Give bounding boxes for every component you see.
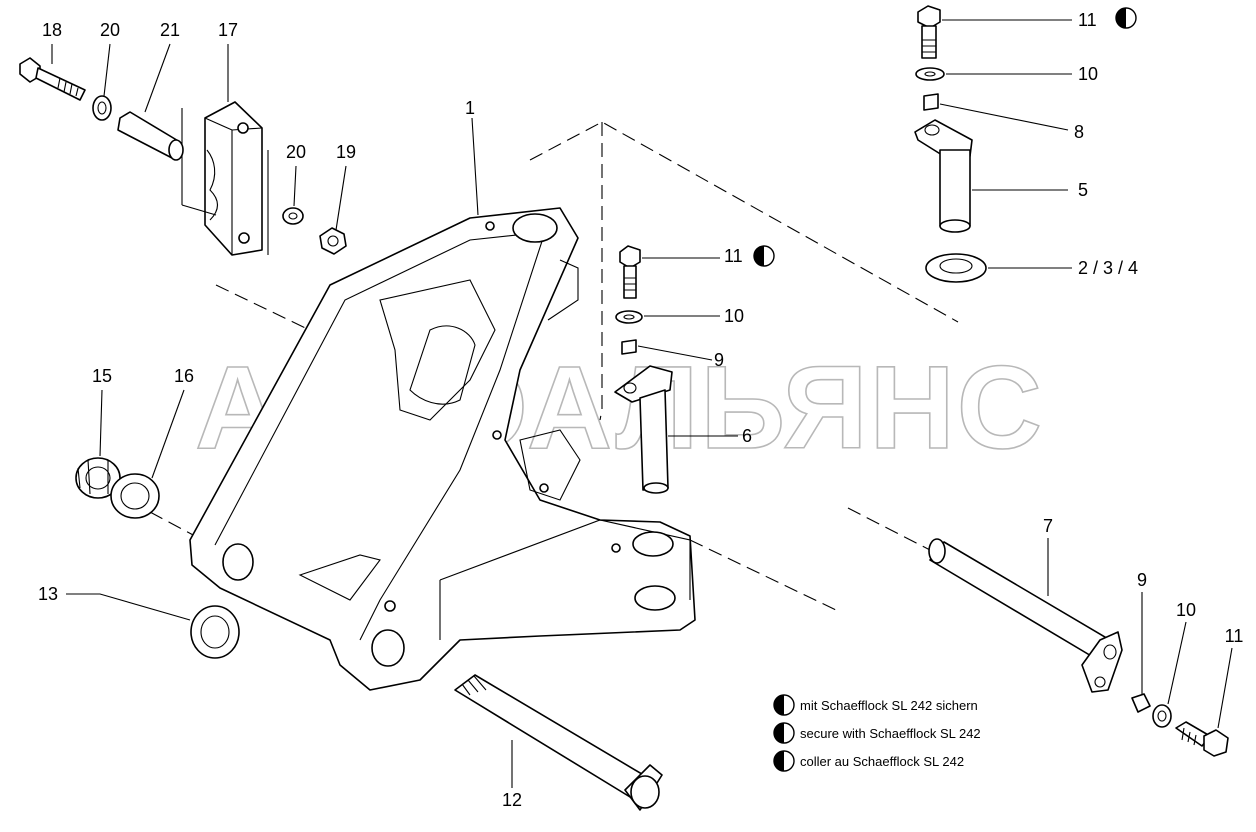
washer-13 [190, 605, 240, 659]
pin-7 [928, 538, 1123, 693]
bushing-9-mid [621, 339, 637, 355]
bolt-11-mid [619, 245, 641, 299]
callout-19: 19 [336, 142, 356, 162]
bushing-8 [923, 93, 939, 111]
callout-17: 17 [218, 20, 238, 40]
half-filled-circle-icon [773, 750, 795, 772]
callout-10-mid: 10 [724, 306, 744, 326]
legend: mit Schaefflock SL 242 sichern secure wi… [773, 694, 981, 772]
callout-12: 12 [502, 790, 522, 810]
legend-item-de: mit Schaefflock SL 242 sichern [800, 698, 978, 713]
bolt-11-right [1175, 721, 1229, 757]
pin-5 [914, 119, 973, 233]
callouts: 1 2 / 3 / 4 5 6 7 8 9 9 10 10 10 11 11 1… [38, 10, 1243, 810]
half-filled-circle-icon [1115, 7, 1137, 29]
washer-16 [110, 473, 160, 519]
washer-10-mid [615, 310, 643, 324]
washer-10-top [915, 67, 945, 81]
legend-item-fr: coller au Schaefflock SL 242 [800, 754, 964, 769]
callout-20-left: 20 [100, 20, 120, 40]
bushing-9-right [1131, 693, 1151, 713]
bolt-18 [19, 57, 86, 101]
callout-21: 21 [160, 20, 180, 40]
callout-10-right: 10 [1176, 600, 1196, 620]
washer-20-left [92, 95, 112, 121]
callout-11-top: 11 [1078, 10, 1097, 30]
callout-2-3-4: 2 / 3 / 4 [1078, 258, 1138, 278]
clamp-block [181, 101, 269, 256]
callout-11-mid: 11 [724, 246, 743, 266]
callout-6: 6 [742, 426, 752, 446]
half-filled-circle-icon [773, 694, 795, 716]
callout-11-right: 11 [1225, 626, 1244, 646]
pin-12 [454, 674, 663, 811]
callout-9-right: 9 [1137, 570, 1147, 590]
bolt-11-top [917, 5, 941, 59]
half-filled-circle-icon [773, 722, 795, 744]
callout-5: 5 [1078, 180, 1088, 200]
callout-10-top: 10 [1078, 64, 1098, 84]
sleeve-21 [117, 111, 184, 161]
callout-16: 16 [174, 366, 194, 386]
callout-13: 13 [38, 584, 58, 604]
pin-6 [614, 365, 673, 494]
callout-9-mid: 9 [714, 350, 724, 370]
washer-10-right [1152, 704, 1172, 728]
callout-15: 15 [92, 366, 112, 386]
callout-20-right: 20 [286, 142, 306, 162]
callout-7: 7 [1043, 516, 1053, 536]
legend-item-en: secure with Schaefflock SL 242 [800, 726, 981, 741]
main-frame [189, 207, 696, 691]
washer-20-right [282, 207, 304, 225]
nut-19 [319, 227, 347, 255]
callout-1: 1 [465, 98, 475, 118]
callout-18: 18 [42, 20, 62, 40]
half-filled-circle-icon [753, 245, 775, 267]
callout-8: 8 [1074, 122, 1084, 142]
washer-2-3-4 [925, 253, 987, 283]
leader-lines [51, 19, 1233, 788]
